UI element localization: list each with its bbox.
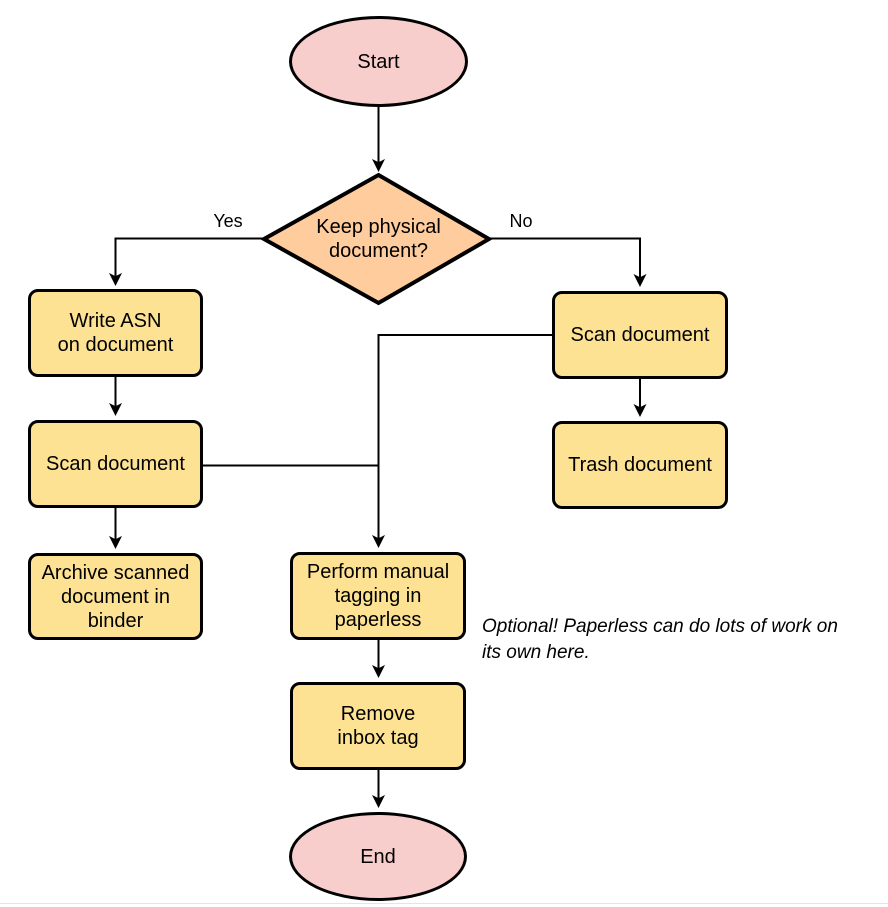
node-archive-binder-label: Archive scanned document in binder — [41, 561, 190, 632]
edge-decision-no-to-scan-right — [489, 237, 647, 287]
node-trash-document-label: Trash document — [568, 454, 712, 476]
node-remove-inbox-tag-label: Remove inbox tag — [337, 703, 419, 749]
node-start-label: Start — [357, 50, 400, 73]
node-write-asn-label: Write ASN on document — [57, 310, 174, 356]
node-end: End — [289, 812, 467, 901]
node-scan-document-left: Scan document — [28, 420, 203, 508]
bottom-divider — [0, 903, 888, 904]
edge-label-yes: Yes — [213, 211, 243, 231]
node-scan-document-right-label: Scan document — [570, 324, 710, 346]
edge-label-no: No — [509, 211, 533, 231]
node-archive-binder: Archive scanned document in binder — [28, 553, 203, 640]
node-remove-inbox-tag: Remove inbox tag — [290, 682, 466, 770]
edge-decision-yes-to-write-asn — [109, 237, 264, 286]
node-manual-tagging-label: Perform manual tagging in paperless — [306, 561, 450, 631]
edge-scan-right-to-tagging — [372, 334, 552, 548]
node-decision-label: Keep physical document? — [316, 216, 441, 262]
node-decision: Keep physical document? — [278, 207, 479, 271]
node-trash-document: Trash document — [552, 421, 728, 509]
node-manual-tagging: Perform manual tagging in paperless — [290, 552, 466, 640]
node-start: Start — [289, 16, 468, 107]
optional-note: Optional! Paperless can do lots of work … — [482, 616, 838, 663]
node-scan-document-left-label: Scan document — [46, 453, 185, 475]
node-end-label: End — [360, 845, 396, 868]
node-write-asn: Write ASN on document — [28, 289, 203, 377]
node-scan-document-right: Scan document — [552, 291, 728, 379]
